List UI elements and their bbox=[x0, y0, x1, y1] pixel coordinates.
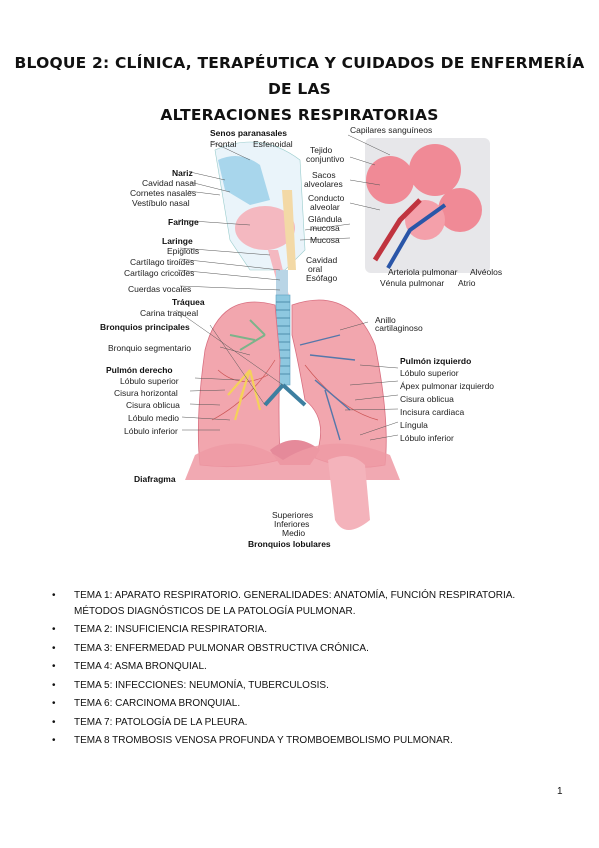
bronchi bbox=[263, 383, 307, 407]
label-senos-paranasales: Senos paranasales bbox=[210, 128, 287, 138]
label-bronquio-segmentario: Bronquio segmentario bbox=[108, 343, 191, 353]
list-item: • TEMA 8 TROMBOSIS VENOSA PROFUNDA Y TROM… bbox=[52, 733, 552, 749]
label-vestibulo: Vestíbulo nasal bbox=[132, 198, 190, 208]
label-glandula: Glándula bbox=[308, 214, 342, 224]
label-mucosa-glandula: mucosa bbox=[310, 223, 340, 233]
label-cuerdas-vocales: Cuerdas vocales bbox=[128, 284, 191, 294]
list-item: • TEMA 4: ASMA BRONQUIAL. bbox=[52, 659, 552, 675]
label-laringe: Laringe bbox=[162, 236, 193, 246]
title-line-2: ALTERACIONES RESPIRATORIAS bbox=[160, 106, 439, 124]
bullet-icon: • bbox=[52, 590, 56, 601]
label-lobulo-medio: Lóbulo medio bbox=[128, 413, 179, 423]
label-atrio: Atrio bbox=[458, 278, 476, 288]
label-traquea: Tráquea bbox=[172, 297, 205, 307]
label-lobulo-superior-derecho: Lóbulo superior bbox=[120, 376, 179, 386]
label-nariz: Nariz bbox=[172, 168, 193, 178]
label-sacos: Sacos bbox=[312, 170, 336, 180]
label-oral: oral bbox=[308, 264, 322, 274]
topic-text: TEMA 4: ASMA BRONQUIAL. bbox=[74, 661, 207, 672]
label-cavidad-nasal: Cavidad nasal bbox=[142, 178, 196, 188]
bullet-icon: • bbox=[52, 735, 56, 746]
list-item: • TEMA 5: INFECCIONES: NEUMONÍA, TUBERCUL… bbox=[52, 678, 552, 694]
label-alveolar: alveolar bbox=[310, 202, 340, 212]
label-cavidad: Cavidad bbox=[306, 255, 337, 265]
respiratory-system-diagram: Senos paranasales Frontal Esfenoidal Nar… bbox=[100, 125, 502, 549]
topic-text: TEMA 6: CARCINOMA BRONQUIAL. bbox=[74, 698, 241, 709]
leader-lines bbox=[175, 134, 399, 441]
title-line-1: BLOQUE 2: CLÍNICA, TERAPÉUTICA Y CUIDADO… bbox=[14, 54, 585, 98]
label-esfenoidal: Esfenoidal bbox=[253, 139, 293, 149]
label-cricoides: Cartílago cricoides bbox=[124, 268, 194, 278]
topics-list: • TEMA 1: APARATO RESPIRATORIO. GENERALID… bbox=[52, 588, 552, 752]
lobular-bronchi-lung bbox=[328, 456, 370, 530]
list-item: • TEMA 3: ENFERMEDAD PULMONAR OBSTRUCTIVA… bbox=[52, 641, 552, 657]
list-item: • TEMA 2: INSUFICIENCIA RESPIRATORIA. bbox=[52, 622, 552, 638]
bullet-icon: • bbox=[52, 642, 56, 654]
label-epiglotis: Epiglotis bbox=[167, 246, 199, 256]
label-cornetes: Cornetes nasales bbox=[130, 188, 196, 198]
label-frontal: Frontal bbox=[210, 139, 237, 149]
label-inferiores: Inferiores bbox=[274, 519, 309, 529]
label-bronquios-principales: Bronquios principales bbox=[100, 322, 190, 332]
topic-text: TEMA 5: INFECCIONES: NEUMONÍA, TUBERCULO… bbox=[74, 679, 329, 691]
label-tejido: Tejido bbox=[310, 145, 332, 155]
label-lobulo-superior-izquierdo: Lóbulo superior bbox=[400, 368, 459, 378]
label-diafragma: Diafragma bbox=[134, 474, 176, 484]
label-tiroides: Cartílago tiroides bbox=[130, 257, 194, 267]
label-carina: Carina traqueal bbox=[140, 308, 198, 318]
label-lobulo-inferior-derecho: Lóbulo inferior bbox=[124, 426, 178, 436]
label-incisura: Incisura cardiaca bbox=[400, 407, 465, 417]
label-cisura-oblicua-derecha: Cisura oblicua bbox=[126, 400, 180, 410]
topic-text: TEMA 3: ENFERMEDAD PULMONAR OBSTRUCTIVA … bbox=[74, 642, 369, 654]
bullet-icon: • bbox=[52, 661, 56, 672]
label-lobulo-inferior-izquierdo: Lóbulo inferior bbox=[400, 433, 454, 443]
label-arteriola: Arteriola pulmonar bbox=[388, 267, 458, 277]
label-conducto: Conducto bbox=[308, 193, 345, 203]
label-lingula: Língula bbox=[400, 420, 428, 430]
document-title: BLOQUE 2: CLÍNICA, TERAPÉUTICA Y CUIDADO… bbox=[0, 50, 599, 128]
label-anillo: Anillo bbox=[375, 315, 396, 325]
label-alveolos: Alvéolos bbox=[470, 267, 502, 277]
head-region bbox=[214, 141, 306, 300]
label-venula: Vénula pulmonar bbox=[380, 278, 444, 288]
topic-text: TEMA 8 TROMBOSIS VENOSA PROFUNDA Y TROMB… bbox=[74, 735, 453, 746]
list-item: • TEMA 1: APARATO RESPIRATORIO. GENERALID… bbox=[52, 588, 552, 619]
topic-text: TEMA 1: APARATO RESPIRATORIO. GENERALIDA… bbox=[74, 590, 516, 617]
label-medio: Medio bbox=[282, 528, 305, 538]
bullet-icon: • bbox=[52, 716, 56, 728]
alveoli-inset bbox=[365, 138, 490, 273]
label-pulmon-izquierdo: Pulmón izquierdo bbox=[400, 356, 471, 366]
right-lung bbox=[197, 301, 281, 468]
label-capilares: Capilares sanguíneos bbox=[350, 125, 432, 135]
label-conjuntivo: conjuntivo bbox=[306, 154, 345, 164]
label-bronquios-lobulares: Bronquios lobulares bbox=[248, 539, 331, 549]
page-number: 1 bbox=[557, 786, 563, 797]
label-cartilaginoso: cartilaginoso bbox=[375, 323, 423, 333]
list-item: • TEMA 6: CARCINOMA BRONQUIAL. bbox=[52, 696, 552, 712]
label-cisura-horizontal: Cisura horizontal bbox=[114, 388, 178, 398]
bullet-icon: • bbox=[52, 624, 56, 635]
label-faringe: Faringe bbox=[168, 217, 199, 227]
label-cisura-oblicua-izquierda: Cisura oblicua bbox=[400, 394, 454, 404]
label-alveolares: alveolares bbox=[304, 179, 343, 189]
bullet-icon: • bbox=[52, 698, 56, 709]
bullet-icon: • bbox=[52, 679, 56, 691]
topic-text: TEMA 2: INSUFICIENCIA RESPIRATORIA. bbox=[74, 624, 268, 635]
label-superiores: Superiores bbox=[272, 510, 313, 520]
label-mucosa: Mucosa bbox=[310, 235, 340, 245]
topic-text: TEMA 7: PATOLOGÍA DE LA PLEURA. bbox=[74, 716, 248, 728]
label-pulmon-derecho: Pulmón derecho bbox=[106, 365, 173, 375]
list-item: • TEMA 7: PATOLOGÍA DE LA PLEURA. bbox=[52, 715, 552, 731]
label-apex: Ápex pulmonar izquierdo bbox=[400, 381, 494, 391]
label-esofago: Esófago bbox=[306, 273, 337, 283]
